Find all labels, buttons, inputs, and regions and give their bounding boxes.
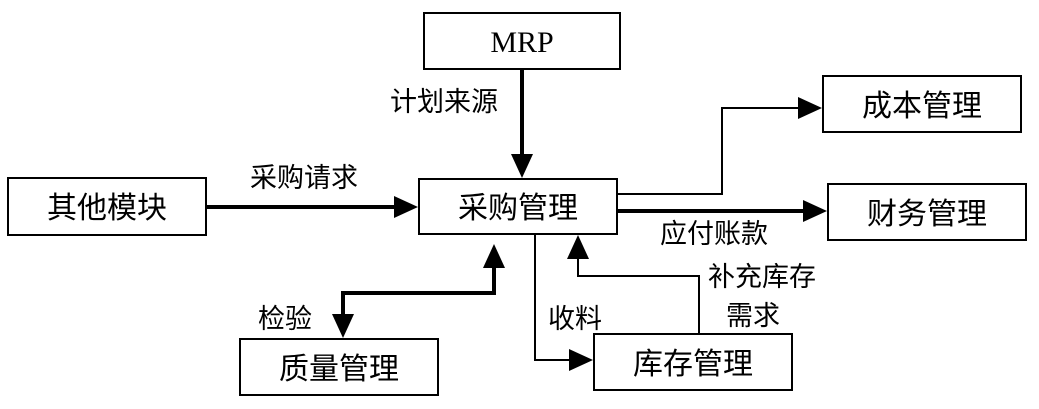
edge-label-replenish-line2: 需求 bbox=[726, 301, 780, 332]
arrowhead bbox=[394, 196, 418, 218]
edge-inventory-to-purchasing bbox=[567, 235, 700, 334]
edge-purchasing-to-finance bbox=[617, 200, 827, 222]
arrowhead bbox=[569, 349, 593, 371]
edge-purchasing-to-cost bbox=[617, 97, 822, 195]
node-quality-label: 质量管理 bbox=[279, 352, 399, 387]
arrowhead-up bbox=[483, 244, 505, 268]
edge-label-replenish-line1: 补充库存 bbox=[708, 262, 816, 293]
node-mrp-label: MRP bbox=[490, 26, 553, 59]
arrowhead-down bbox=[332, 314, 354, 338]
node-inventory: 库存管理 bbox=[593, 333, 793, 391]
node-finance-label: 财务管理 bbox=[867, 197, 987, 232]
arrowhead bbox=[798, 97, 822, 119]
node-finance: 财务管理 bbox=[827, 183, 1027, 241]
arrowhead bbox=[803, 200, 827, 222]
node-inventory-label: 库存管理 bbox=[633, 347, 753, 382]
edge-label-inspection: 检验 bbox=[258, 304, 312, 335]
node-purchasing-label: 采购管理 bbox=[458, 191, 578, 226]
node-purchasing: 采购管理 bbox=[418, 178, 618, 235]
edge-purchasing-quality bbox=[332, 244, 505, 338]
node-other-modules-label: 其他模块 bbox=[47, 191, 167, 226]
edge-label-plan-source: 计划来源 bbox=[390, 87, 498, 118]
node-cost: 成本管理 bbox=[822, 75, 1022, 133]
edge-label-purchase-request: 采购请求 bbox=[250, 163, 358, 194]
edge-other-to-purchasing bbox=[206, 196, 418, 218]
arrowhead bbox=[567, 235, 589, 259]
edge-mrp-to-purchasing bbox=[511, 69, 533, 178]
node-cost-label: 成本管理 bbox=[862, 89, 982, 124]
node-quality: 质量管理 bbox=[239, 338, 439, 396]
node-other-modules: 其他模块 bbox=[7, 177, 207, 236]
edge-label-payable: 应付账款 bbox=[660, 219, 768, 250]
edge-purchasing-to-inventory bbox=[534, 234, 593, 371]
node-mrp: MRP bbox=[423, 12, 621, 70]
edge-label-receiving: 收料 bbox=[548, 304, 602, 335]
arrowhead bbox=[511, 154, 533, 178]
